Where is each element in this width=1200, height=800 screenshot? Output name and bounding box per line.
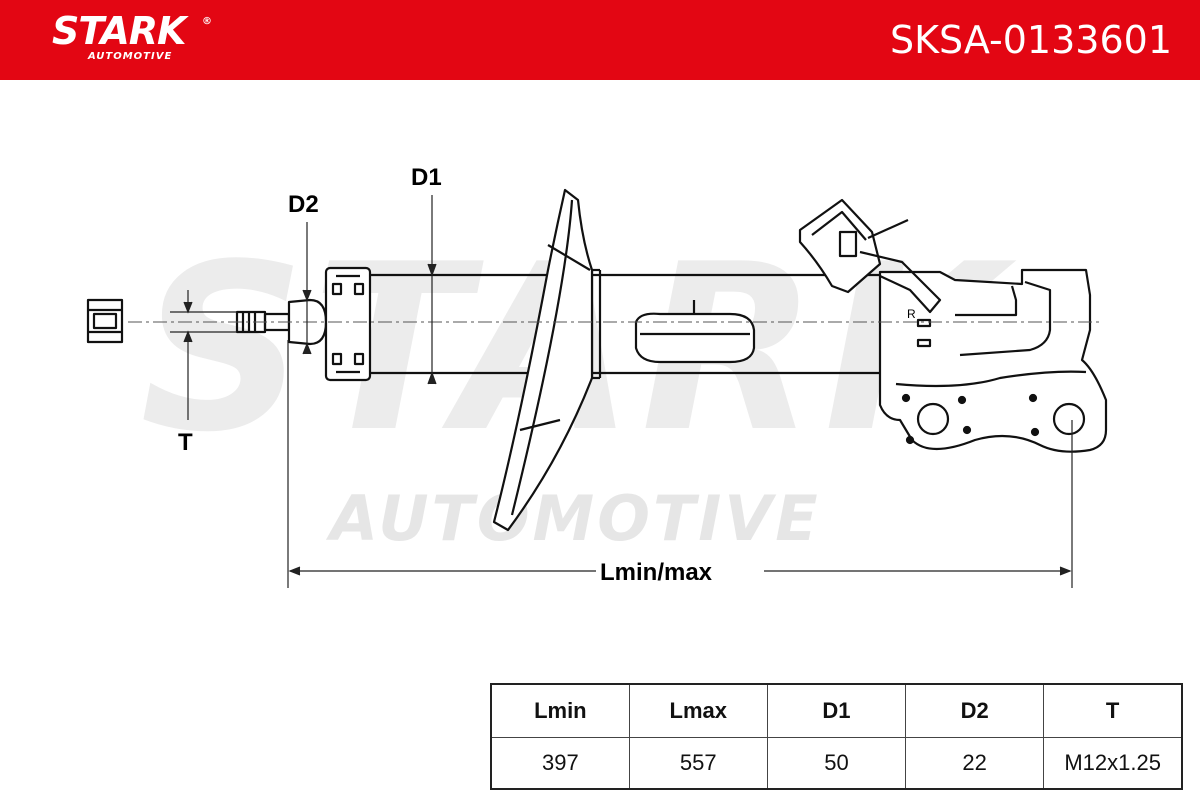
stark-logo: STARK ® AUTOMOTIVE [52, 9, 212, 62]
header-lmin: Lmin [490, 683, 630, 738]
part-number: SKSA-0133601 [890, 18, 1172, 62]
value-d2: 22 [905, 737, 1045, 790]
nut [86, 298, 124, 344]
brand-tagline: AUTOMOTIVE [88, 51, 173, 62]
top-mount [324, 266, 372, 382]
value-lmax: 557 [628, 737, 768, 790]
label-length: Lmin/max [600, 559, 713, 586]
label-d1: D1 [411, 164, 442, 191]
strut-tube [370, 268, 880, 380]
registered-mark: ® [202, 16, 212, 27]
specs-header-row: Lmin Lmax D1 D2 T [490, 683, 1183, 738]
brand-header: STARK ® AUTOMOTIVE SKSA-0133601 [0, 0, 1200, 80]
dimension-length [287, 340, 1073, 588]
header-d1: D1 [766, 683, 907, 738]
brand-name: STARK [52, 9, 186, 53]
specs-value-row: 397 557 50 22 M12x1.25 [490, 737, 1183, 790]
value-lmin: 397 [490, 737, 630, 790]
dimension-d2 [302, 222, 312, 355]
header-t: T [1043, 683, 1183, 738]
header-lmax: Lmax [628, 683, 768, 738]
specs-table: Lmin Lmax D1 D2 T 397 557 50 22 M12x1.25 [490, 683, 1183, 790]
label-d2: D2 [288, 191, 319, 218]
abs-sensor-bracket [798, 198, 942, 314]
knuckle-bracket [878, 268, 1108, 453]
label-t: T [178, 429, 193, 456]
spring-seat [492, 188, 594, 532]
value-t: M12x1.25 [1043, 737, 1183, 790]
dimension-d1 [427, 195, 437, 385]
label-side-mark: R [907, 307, 916, 321]
dimension-t [170, 290, 237, 420]
strut-drawing: D1 D2 T Lmin/max R [86, 164, 1108, 588]
brake-hose-clip [634, 300, 756, 364]
value-d1: 50 [766, 737, 907, 790]
header-d2: D2 [905, 683, 1045, 738]
